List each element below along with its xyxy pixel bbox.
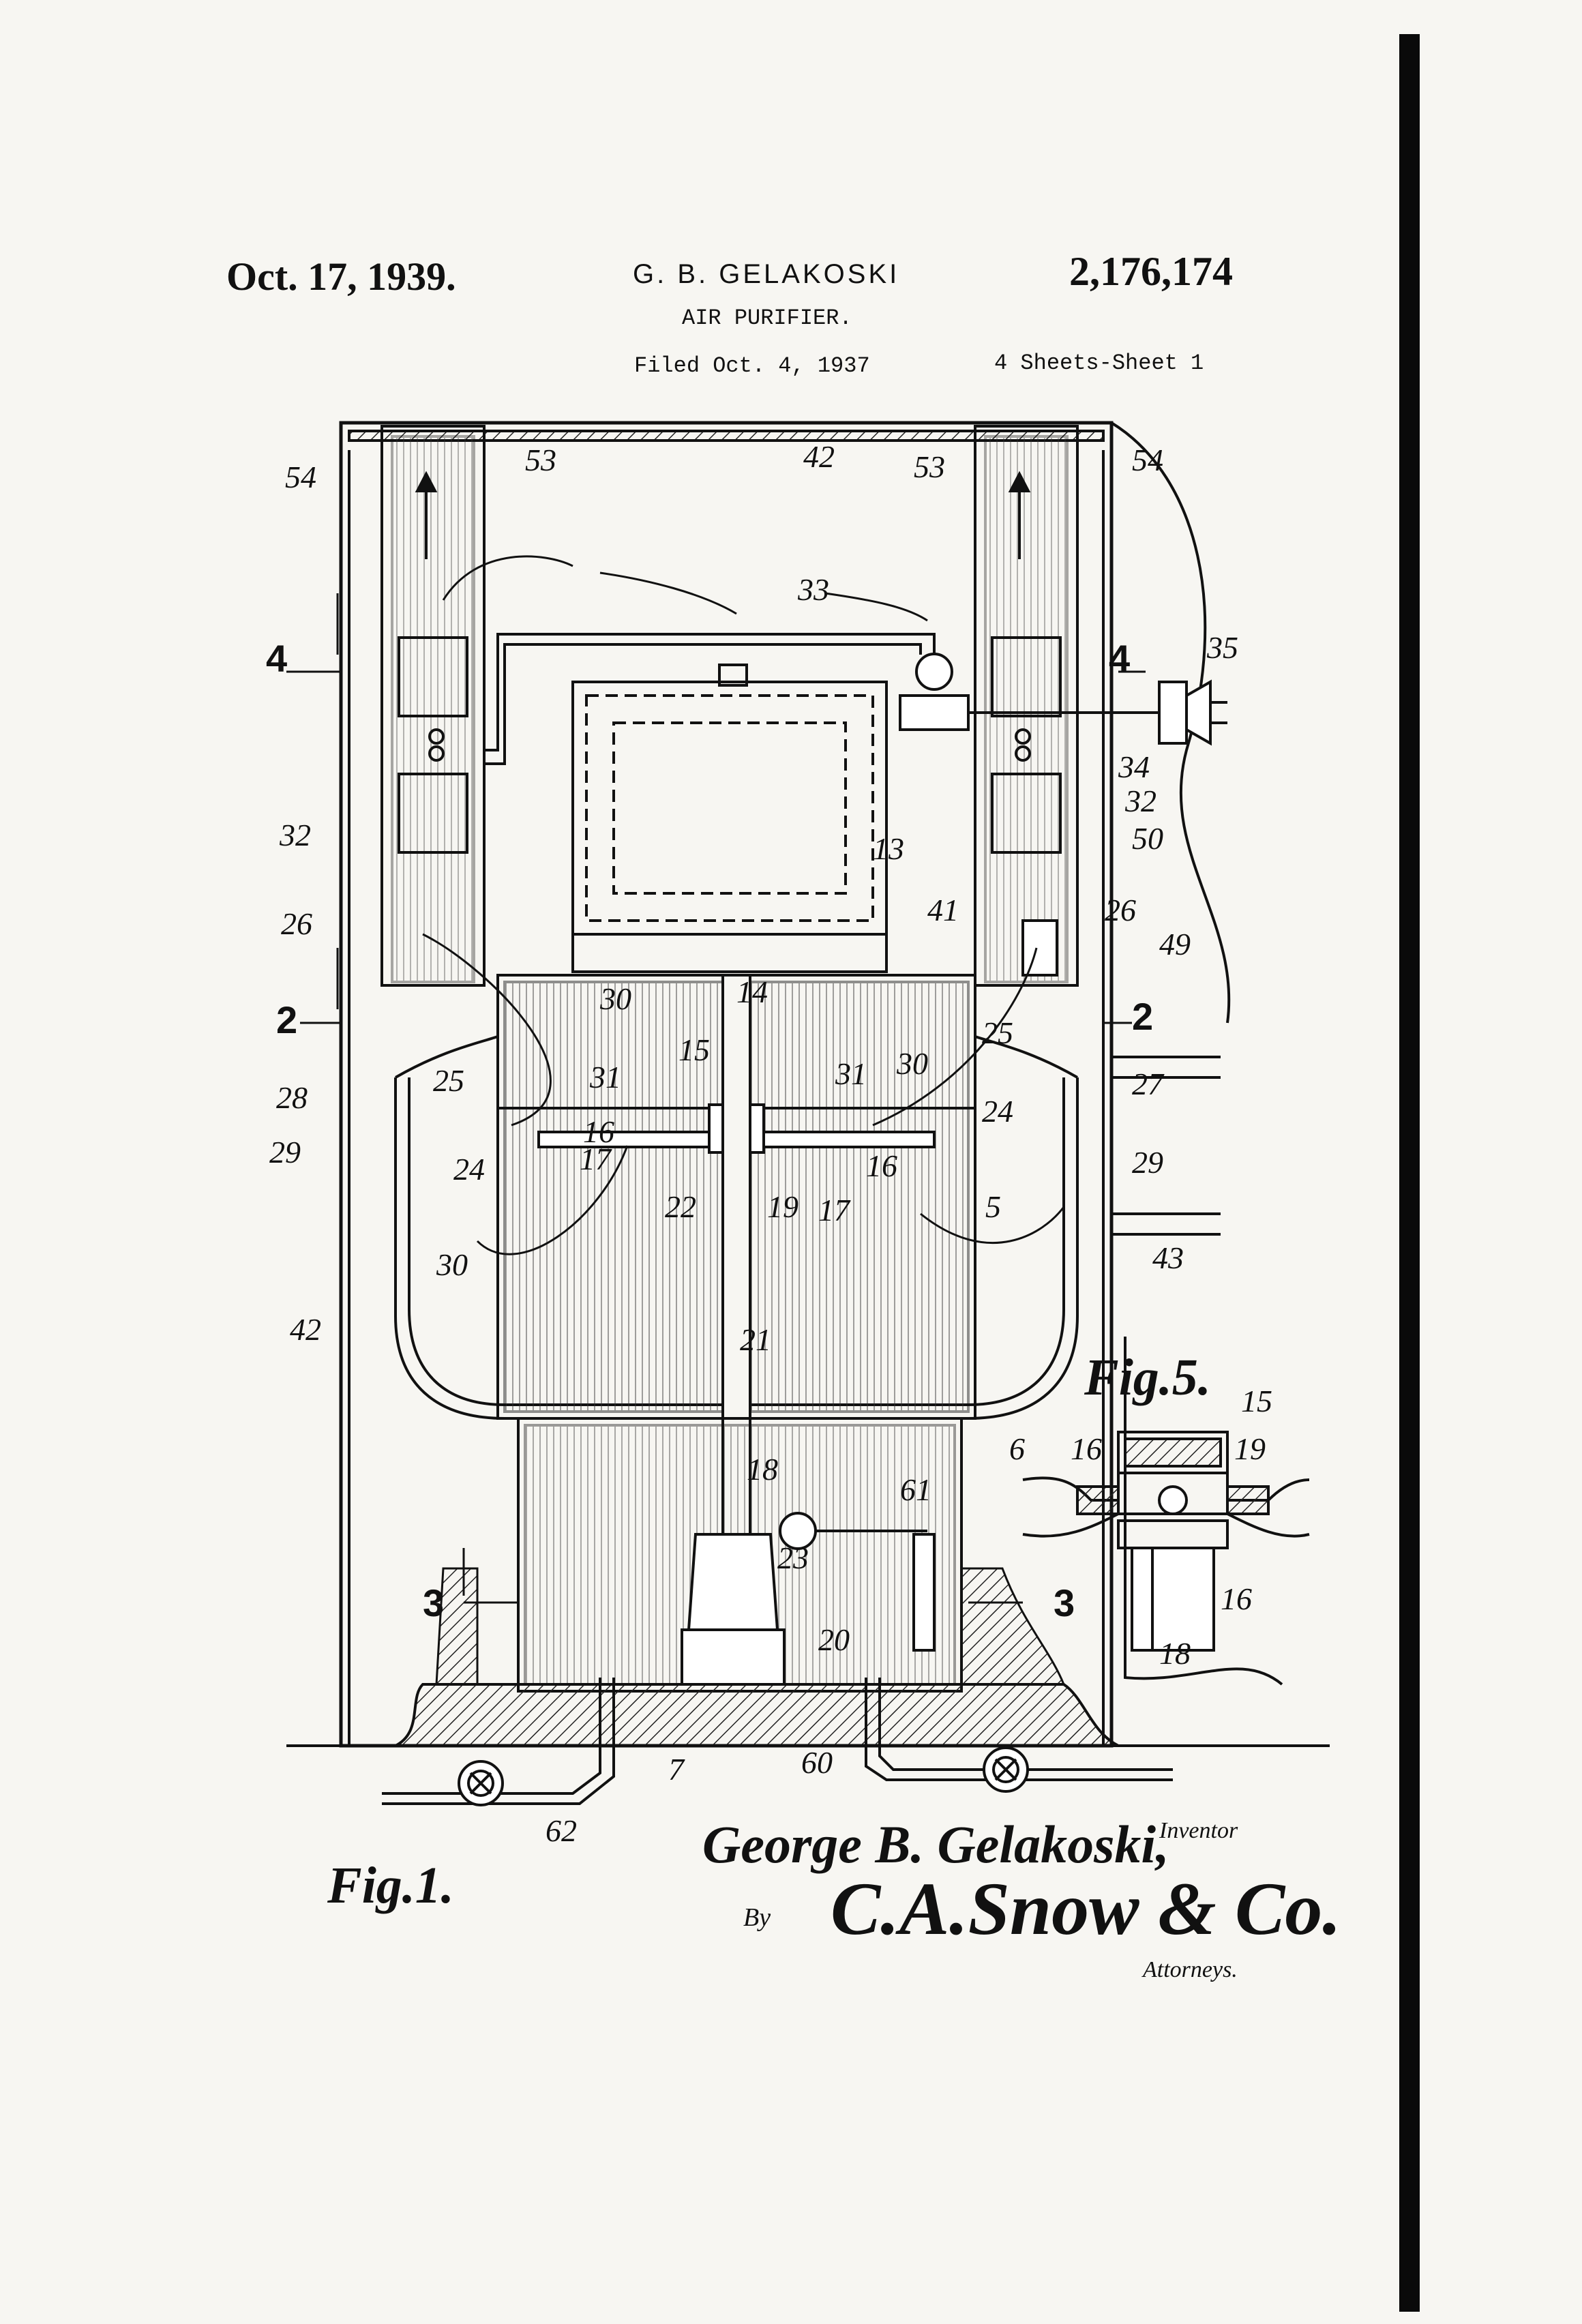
- label-28: 28: [276, 1080, 308, 1115]
- fig5-label-19: 19: [1234, 1431, 1266, 1466]
- inventor-signature: George B. Gelakoski,: [702, 1815, 1169, 1874]
- patent-number: 2,176,174: [1069, 249, 1233, 294]
- pipes: [382, 1678, 1173, 1806]
- inventor-header: G. B. GELAKOSKI: [633, 259, 900, 289]
- motor: [484, 633, 1227, 977]
- airflow-arrows: [422, 555, 1065, 1255]
- sheet-count: 4 Sheets-Sheet 1: [994, 351, 1204, 376]
- label-17: 17: [818, 1193, 851, 1227]
- label-41: 41: [927, 893, 959, 927]
- label-20: 20: [818, 1622, 850, 1657]
- label-7: 7: [668, 1752, 685, 1787]
- reference-numerals: 54 53 42 53 54 33 4 4 35 34 32 32 50 13 …: [266, 439, 1272, 1914]
- page-edge-bar: [1399, 34, 1420, 2312]
- by-label: By: [743, 1903, 771, 1932]
- label-42: 42: [290, 1312, 321, 1347]
- label-30: 30: [896, 1046, 928, 1081]
- section-label-2: 2: [1132, 995, 1153, 1038]
- label-25: 25: [982, 1015, 1013, 1050]
- figure-label-fig1: Fig.1.: [327, 1857, 454, 1914]
- label-35: 35: [1206, 630, 1238, 665]
- label-23: 23: [777, 1540, 809, 1575]
- label-17: 17: [580, 1142, 612, 1176]
- label-54: 54: [1132, 443, 1163, 477]
- figure-label-fig5: Fig.5.: [1084, 1349, 1211, 1406]
- label-29: 29: [1132, 1145, 1163, 1180]
- label-34: 34: [1118, 749, 1150, 784]
- base: [286, 1567, 1330, 1747]
- label-32: 32: [279, 818, 311, 852]
- label-26: 26: [1105, 893, 1136, 927]
- label-53: 53: [525, 443, 556, 477]
- attorneys-label: Attorneys.: [1143, 1957, 1238, 1982]
- fig5-label-16: 16: [1221, 1581, 1252, 1616]
- label-15: 15: [678, 1032, 710, 1067]
- label-5: 5: [985, 1189, 1001, 1224]
- fig5-label-18: 18: [1159, 1636, 1191, 1671]
- label-31: 31: [589, 1060, 621, 1094]
- section-label-3: 3: [423, 1581, 444, 1624]
- fig5-detail: [1022, 1431, 1310, 1652]
- label-18: 18: [747, 1452, 778, 1487]
- label-26: 26: [281, 906, 312, 941]
- label-62: 62: [546, 1813, 577, 1848]
- label-24: 24: [982, 1094, 1013, 1129]
- section-label-3: 3: [1054, 1581, 1075, 1624]
- section-lines: [286, 593, 1146, 1604]
- label-6: 6: [1009, 1431, 1025, 1466]
- housing: [339, 421, 1283, 1748]
- attorney-signature: C.A.Snow & Co.: [831, 1867, 1341, 1950]
- patent-date: Oct. 17, 1939.: [226, 254, 456, 299]
- section-label-4: 4: [266, 637, 287, 680]
- basin: [394, 974, 1079, 1693]
- label-31: 31: [835, 1056, 867, 1091]
- label-16: 16: [866, 1148, 897, 1183]
- label-30: 30: [436, 1247, 468, 1282]
- inventor-label: Inventor: [1159, 1818, 1238, 1843]
- label-42: 42: [803, 439, 835, 474]
- label-32: 32: [1124, 784, 1156, 818]
- section-label-4: 4: [1109, 637, 1130, 680]
- label-29: 29: [269, 1135, 301, 1170]
- label-30: 30: [599, 981, 631, 1016]
- fig5-label-16: 16: [1071, 1431, 1102, 1466]
- label-54: 54: [285, 460, 316, 494]
- label-21: 21: [740, 1322, 771, 1357]
- side-tubes: [380, 425, 1079, 987]
- invention-title: AIR PURIFIER.: [682, 306, 852, 331]
- label-53: 53: [914, 449, 945, 484]
- label-13: 13: [873, 831, 904, 866]
- fig5-label-15: 15: [1241, 1384, 1272, 1418]
- label-27: 27: [1132, 1067, 1165, 1101]
- label-16: 16: [583, 1114, 614, 1149]
- section-label-2: 2: [276, 998, 297, 1041]
- label-33: 33: [797, 572, 829, 607]
- label-50: 50: [1132, 821, 1163, 856]
- label-61: 61: [900, 1472, 931, 1507]
- label-49: 49: [1159, 927, 1191, 962]
- label-22: 22: [665, 1189, 696, 1224]
- filed-date: Filed Oct. 4, 1937: [634, 353, 870, 378]
- label-25: 25: [433, 1063, 464, 1098]
- label-14: 14: [736, 974, 768, 1009]
- label-24: 24: [453, 1152, 485, 1187]
- label-43: 43: [1152, 1240, 1184, 1275]
- label-19: 19: [767, 1189, 799, 1224]
- label-60: 60: [801, 1745, 833, 1780]
